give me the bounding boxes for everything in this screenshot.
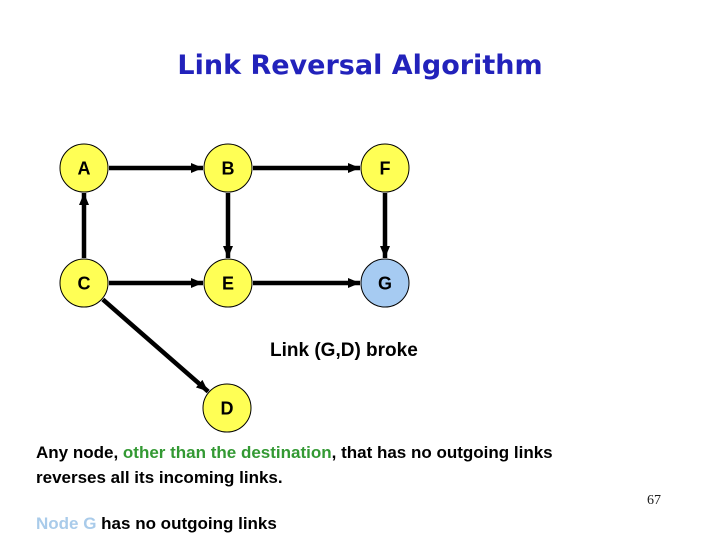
graph-node-B-label: B <box>222 159 235 179</box>
slide-title: Link Reversal Algorithm <box>177 50 543 81</box>
graph-node-B: B <box>203 143 253 193</box>
broken-link-caption-text: Link (G,D) broke <box>270 340 418 361</box>
rule-text-start: Any node, <box>36 443 123 462</box>
graph-node-E-circle <box>203 258 253 308</box>
page-number: 67 <box>647 493 661 508</box>
footer-note: Node G has no outgoing links <box>36 514 277 534</box>
graph-node-D-label: D <box>221 399 234 419</box>
graph-node-F: F <box>360 143 410 193</box>
graph-node-D: D <box>202 383 252 433</box>
edge-C-D-arrow <box>101 297 210 394</box>
graph-node-G-circle <box>360 258 410 308</box>
graph-node-A-circle <box>59 143 109 193</box>
graph-node-G: G <box>360 258 410 308</box>
graph-node-E: E <box>203 258 253 308</box>
graph-node-A-label: A <box>78 159 91 179</box>
graph-node-E-label: E <box>222 274 234 294</box>
graph-node-C-label: C <box>78 274 91 294</box>
graph-node-F-label: F <box>380 159 391 179</box>
rule-line-2: reverses all its incoming links. <box>36 468 283 487</box>
graph-node-C-circle <box>59 258 109 308</box>
graph-node-D-circle <box>202 383 252 433</box>
graph-node-G-label: G <box>378 274 392 294</box>
graph-node-C: C <box>59 258 109 308</box>
rule-line-1: Any node, other than the destination, th… <box>36 440 696 465</box>
broken-link-caption: Link (G,D) broke <box>270 340 418 362</box>
footer-note-text: has no outgoing links <box>96 514 277 533</box>
rule-paragraph: Any node, other than the destination, th… <box>36 440 696 490</box>
graph-node-A: A <box>59 143 109 193</box>
graph-node-F-circle <box>360 143 410 193</box>
footer-node-g-highlight: Node G <box>36 514 97 533</box>
graph-node-B-circle <box>203 143 253 193</box>
rule-text-end: , that has no outgoing links <box>331 443 553 462</box>
rule-text-destination-highlight: other than the destination <box>122 443 332 462</box>
